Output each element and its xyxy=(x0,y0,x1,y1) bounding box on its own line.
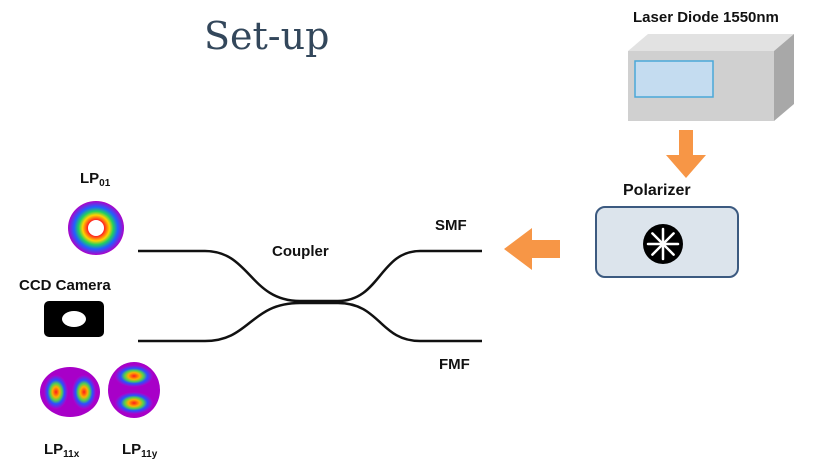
lp11x-label: LP11x xyxy=(44,441,79,460)
lp11x-label-base: LP xyxy=(44,441,64,458)
lp11y-label-sub: 11y xyxy=(141,449,158,460)
polarizer-label: Polarizer xyxy=(623,182,691,199)
laser-diode-label: Laser Diode 1550nm xyxy=(633,9,779,26)
lp01-label: LP01 xyxy=(80,170,110,189)
lp01-label-base: LP xyxy=(80,170,100,187)
lp11y-label-base: LP xyxy=(122,441,142,458)
ccd-camera-label: CCD Camera xyxy=(19,277,111,294)
lp11y-label: LP11y xyxy=(122,441,157,460)
fiber-coupler-lines xyxy=(138,249,482,343)
asterisk-polarizer-icon xyxy=(643,224,683,264)
lp11y-mode-image xyxy=(108,362,160,418)
lp11x-mode-image xyxy=(40,367,100,417)
fmf-label: FMF xyxy=(439,356,470,373)
smf-label: SMF xyxy=(435,217,467,234)
arrow-down-icon xyxy=(666,130,706,178)
laser-window xyxy=(634,60,714,98)
coupler-label: Coupler xyxy=(272,243,329,260)
camera-lens-icon xyxy=(44,301,104,337)
arrow-left-icon xyxy=(504,228,560,270)
slide-title: Set-up xyxy=(204,14,330,58)
laser-diode-box xyxy=(628,34,794,121)
polarizer-box xyxy=(595,206,739,278)
lp01-mode-image xyxy=(68,201,124,255)
lp01-label-sub: 01 xyxy=(99,178,111,189)
lp11x-label-sub: 11x xyxy=(63,449,80,460)
